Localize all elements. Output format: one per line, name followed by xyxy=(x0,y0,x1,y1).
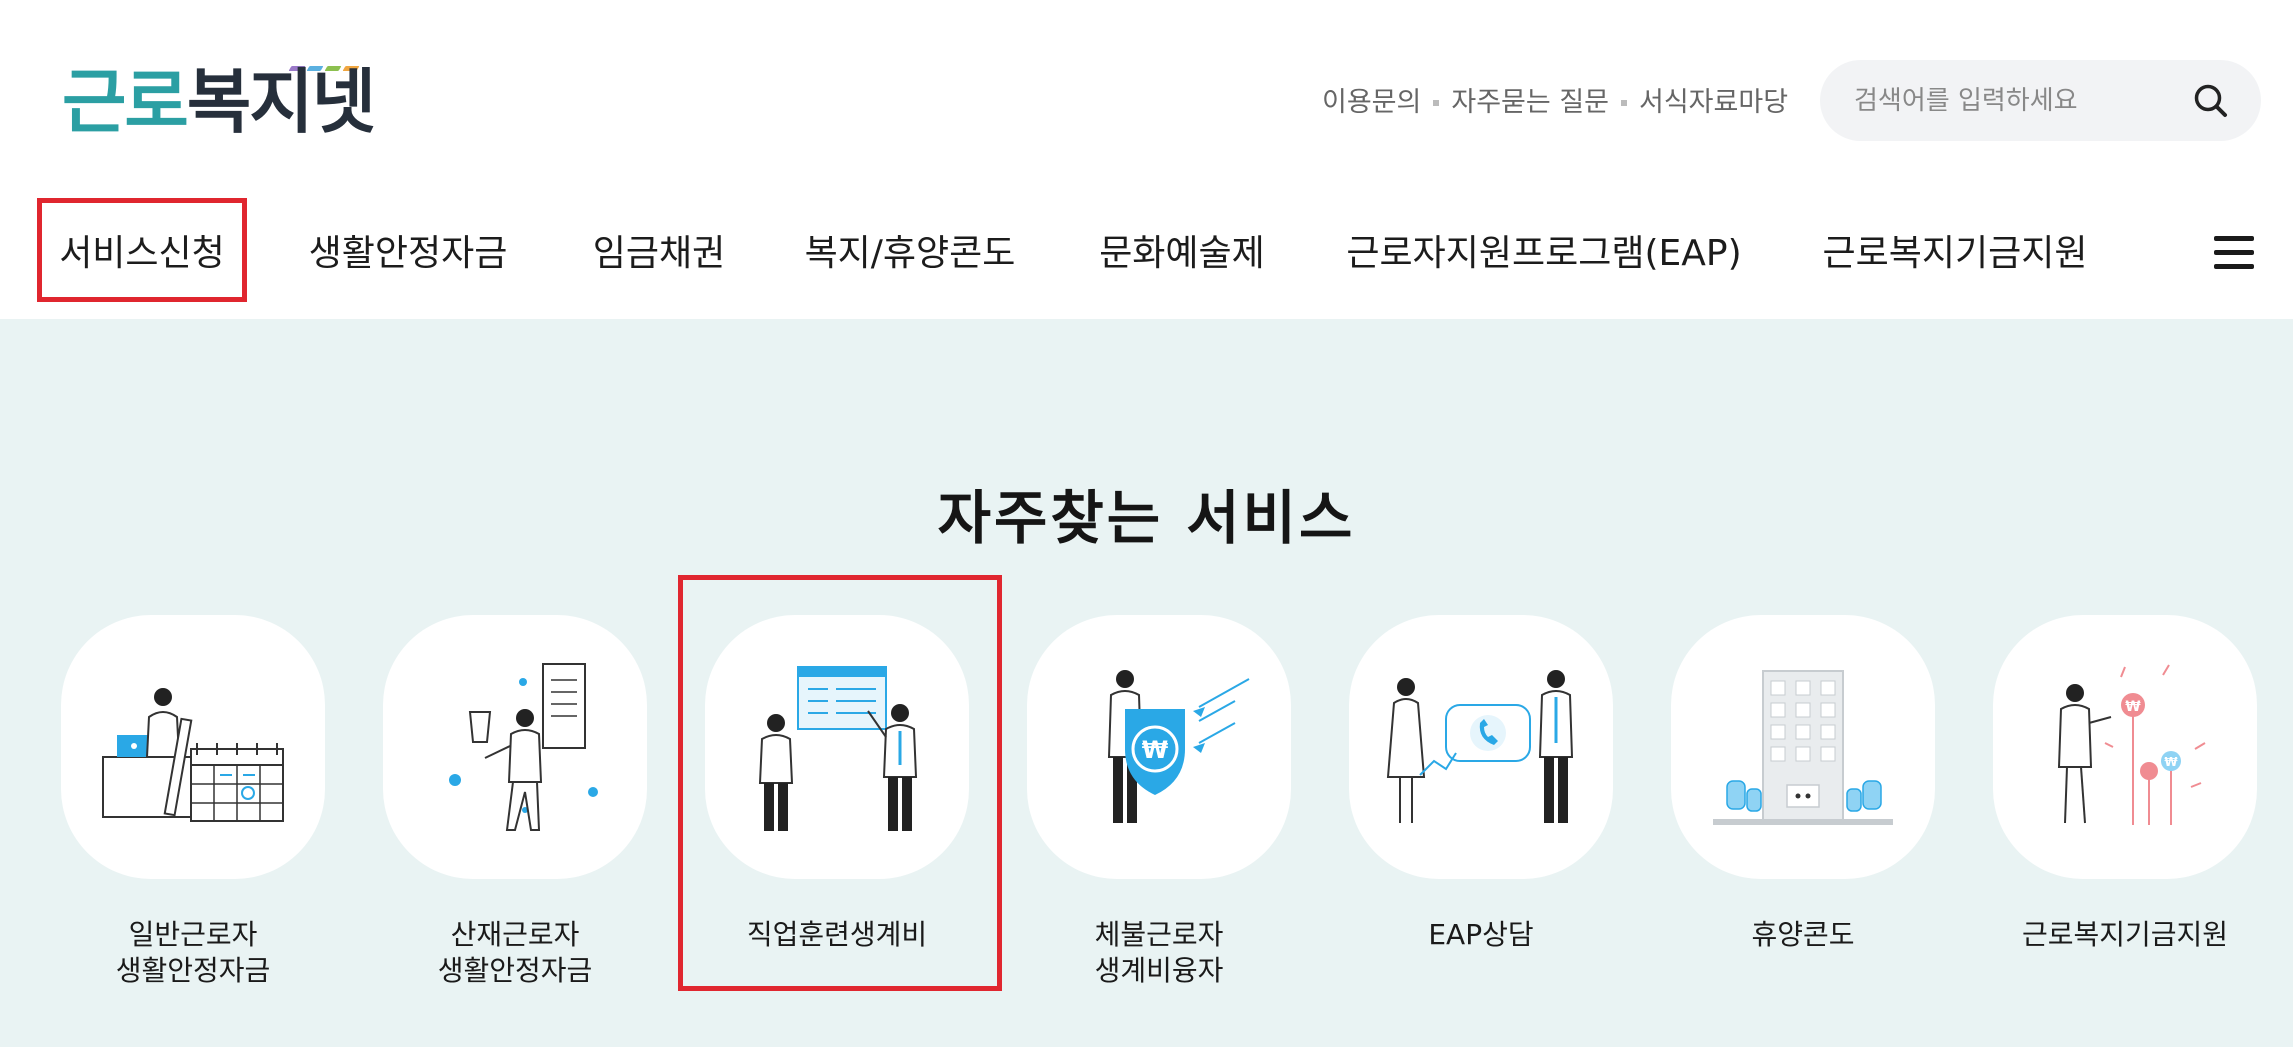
service-label: EAP상담 xyxy=(1349,917,1613,953)
logo-text: 근로복지넷 xyxy=(62,61,376,143)
condo-building-icon xyxy=(1713,670,1893,825)
service-icon-tile xyxy=(61,615,325,879)
won-shield-icon: ₩ xyxy=(1107,670,1250,823)
service-label-line1: 체불근로자 xyxy=(1094,918,1224,951)
site-header: 근로복지넷 이용문의 자주묻는 질문 서식자료마당 서비스신청 생활안정자금 임… xyxy=(0,0,2293,319)
service-label-line1: 휴양콘도 xyxy=(1751,918,1855,951)
frequent-services-section: 자주찾는 서비스 xyxy=(0,319,2293,1047)
service-icon-tile xyxy=(705,615,969,879)
service-label-line1: 근로복지기금지원 xyxy=(2021,918,2229,951)
phone-counseling-icon xyxy=(1386,670,1574,823)
service-card-welfare-fund-support[interactable]: ₩ ₩ 근로복지기금지원 xyxy=(1993,615,2257,1015)
nav-item-eap[interactable]: 근로자지원프로그램(EAP) xyxy=(1346,233,1742,274)
fund-flowers-icon: ₩ ₩ xyxy=(2057,664,2206,825)
service-label-line1: EAP상담 xyxy=(1428,918,1534,951)
medical-document-icon xyxy=(449,663,598,831)
section-title: 자주찾는 서비스 xyxy=(937,484,1356,552)
hamburger-icon xyxy=(2214,236,2254,241)
util-link-faq[interactable]: 자주묻는 질문 xyxy=(1451,87,1609,118)
service-icon-tile xyxy=(1671,615,1935,879)
service-label: 휴양콘도 xyxy=(1671,917,1935,953)
site-logo[interactable]: 근로복지넷 xyxy=(62,56,376,146)
service-icon-tile: ₩ xyxy=(1027,615,1291,879)
service-label-line2: 생활안정자금 xyxy=(437,954,593,987)
service-label: 일반근로자 생활안정자금 xyxy=(61,917,325,989)
nav-item-service-apply[interactable]: 서비스신청 xyxy=(37,198,247,302)
service-label-line2: 생활안정자금 xyxy=(115,954,271,987)
utility-links: 이용문의 자주묻는 질문 서식자료마당 xyxy=(1322,80,1788,119)
search-input[interactable] xyxy=(1854,85,2189,116)
util-separator xyxy=(1433,99,1440,106)
service-card-industrial-living-fund[interactable]: 산재근로자 생활안정자금 xyxy=(383,615,647,1015)
service-label-line1: 직업훈련생계비 xyxy=(746,918,928,951)
util-link-inquiry[interactable]: 이용문의 xyxy=(1322,87,1422,118)
training-board-icon xyxy=(758,666,918,831)
service-label: 체불근로자 생계비융자 xyxy=(1027,917,1291,989)
nav-item-art-festival[interactable]: 문화예술제 xyxy=(1099,233,1265,274)
service-card-eap-counseling[interactable]: EAP상담 xyxy=(1349,615,1613,1015)
logo-text-teal: 근로 xyxy=(62,61,189,143)
service-icon-tile xyxy=(383,615,647,879)
svg-text:₩: ₩ xyxy=(2125,699,2141,715)
service-label: 근로복지기금지원 xyxy=(1993,917,2257,953)
logo-text-dark: 복지넷 xyxy=(186,61,376,143)
service-label-line1: 산재근로자 xyxy=(450,918,580,951)
svg-text:₩: ₩ xyxy=(2164,755,2178,769)
service-label: 산재근로자 생활안정자금 xyxy=(383,917,647,989)
nav-item-wage-claim[interactable]: 임금채권 xyxy=(592,233,726,274)
service-card-general-living-fund[interactable]: 일반근로자 생활안정자금 xyxy=(61,615,325,1015)
search-bar xyxy=(1820,60,2261,141)
search-icon xyxy=(2194,84,2227,117)
service-card-unpaid-worker-loan[interactable]: ₩ 체불근로자 생계비융자 xyxy=(1027,615,1291,1015)
svg-text:₩: ₩ xyxy=(1142,736,1169,764)
service-label-line1: 일반근로자 xyxy=(128,918,258,951)
main-nav: 서비스신청 생활안정자금 임금채권 복지/휴양콘도 문화예술제 근로자지원프로그… xyxy=(0,198,2293,308)
util-link-forms[interactable]: 서식자료마당 xyxy=(1639,87,1789,118)
service-label-line2: 생계비융자 xyxy=(1094,954,1224,987)
nav-item-condo[interactable]: 복지/휴양콘도 xyxy=(804,233,1016,274)
service-card-resort-condo[interactable]: 휴양콘도 xyxy=(1671,615,1935,1015)
service-label: 직업훈련생계비 xyxy=(705,917,969,953)
hamburger-menu-button[interactable] xyxy=(2214,236,2258,276)
util-separator xyxy=(1621,99,1627,106)
search-button[interactable] xyxy=(2189,79,2233,123)
service-icon-tile: ₩ ₩ xyxy=(1993,615,2257,879)
service-icon-tile xyxy=(1349,615,1613,879)
nav-item-living-fund[interactable]: 생활안정자금 xyxy=(308,233,508,274)
service-card-vocational-training-living-cost[interactable]: 직업훈련생계비 xyxy=(705,615,969,1015)
desk-calendar-icon xyxy=(102,688,284,822)
nav-item-welfare-fund[interactable]: 근로복지기금지원 xyxy=(1822,233,2088,274)
